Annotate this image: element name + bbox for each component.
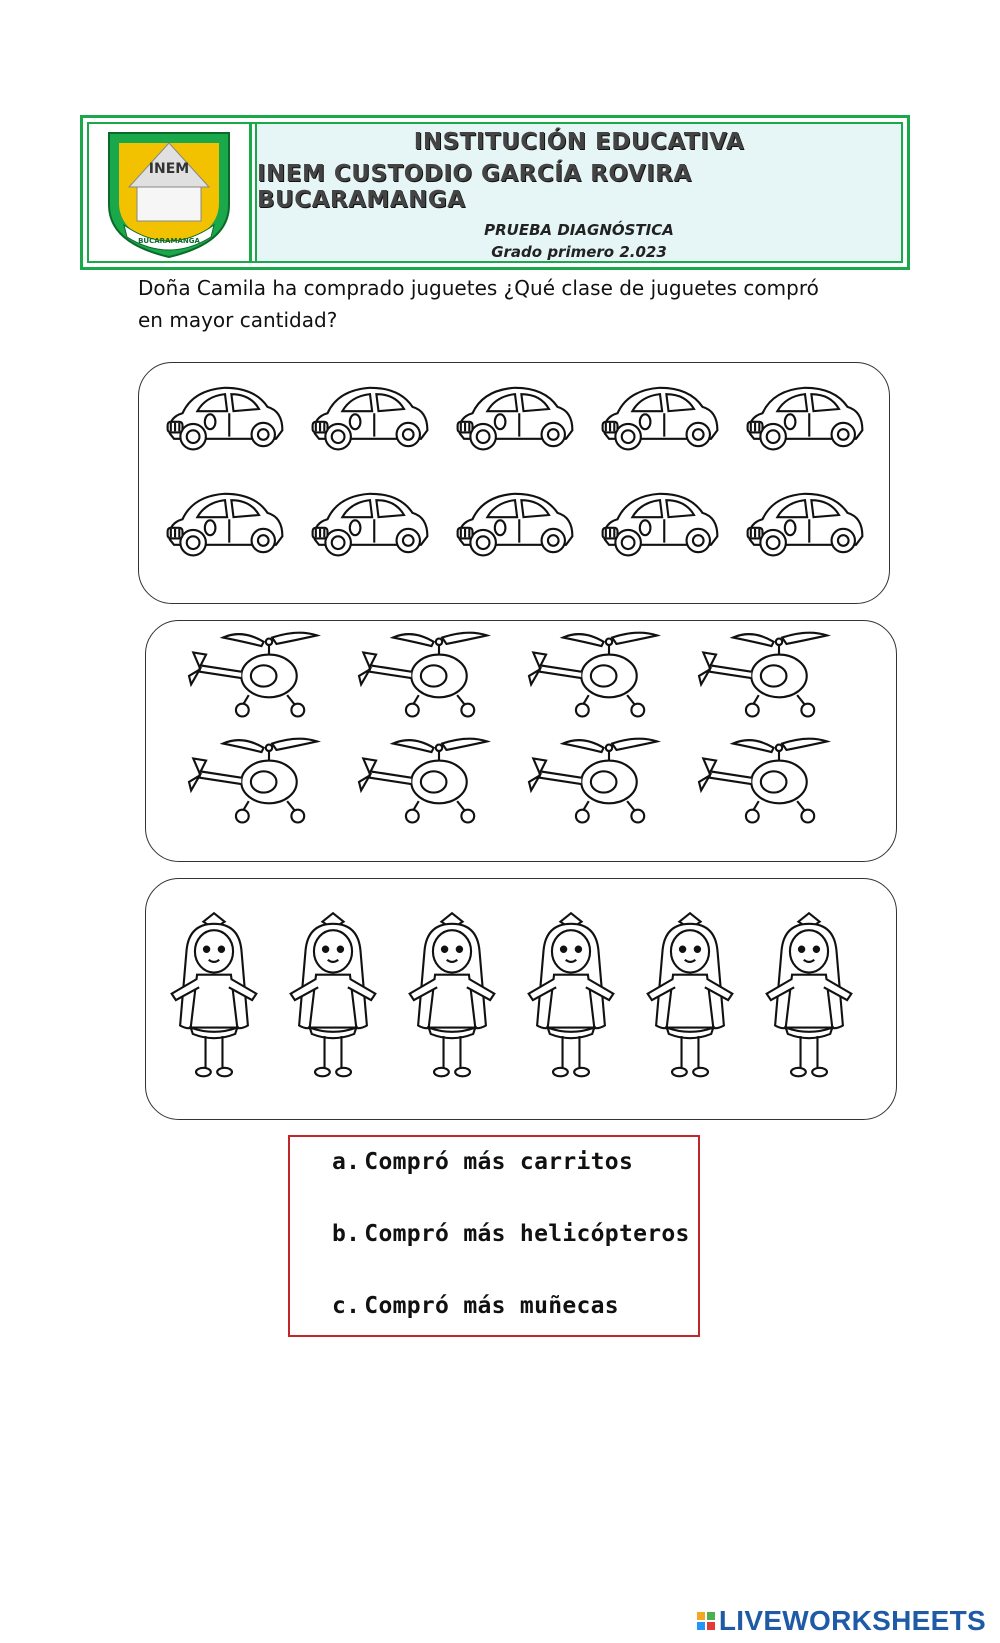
toy-helicopter-icon	[518, 629, 668, 729]
toy-car-icon	[306, 481, 434, 570]
option-letter: c.	[332, 1293, 361, 1319]
toy-car-icon	[451, 481, 579, 570]
doll-icon	[398, 909, 506, 1093]
toy-car-icon	[306, 375, 434, 464]
answer-option-c[interactable]: c.Compró más muñecas	[332, 1293, 619, 1319]
toy-car-icon	[451, 375, 579, 464]
toy-car-icon	[161, 375, 289, 464]
test-subtitle: PRUEBA DIAGNÓSTICA	[484, 220, 674, 239]
doll-icon	[160, 909, 268, 1093]
grade-label: Grado primero 2.023	[491, 242, 667, 261]
toy-helicopter-icon	[348, 629, 498, 729]
option-text: Compró más carritos	[364, 1149, 634, 1175]
doll-icon	[517, 909, 625, 1093]
toy-helicopter-icon	[518, 735, 668, 835]
option-letter: a.	[332, 1149, 361, 1175]
toy-car-icon	[741, 375, 869, 464]
doll-icon	[636, 909, 744, 1093]
toy-helicopter-icon	[688, 735, 838, 835]
dolls-group	[145, 878, 897, 1120]
option-text: Compró más muñecas	[364, 1293, 619, 1319]
option-letter: b.	[332, 1221, 361, 1247]
liveworksheets-logo-icon	[696, 1612, 715, 1630]
toy-helicopter-icon	[178, 735, 328, 835]
footer-brand: LIVEWORKSHEETS	[696, 1605, 986, 1637]
toy-car-icon	[596, 375, 724, 464]
helicopters-group	[145, 620, 897, 862]
header-banner: INEM BUCARAMANGA INSTITUCIÓN EDUCATIVA I…	[80, 115, 910, 270]
logo-name: INEM	[149, 161, 189, 177]
question-line-2: en mayor cantidad?	[138, 308, 338, 332]
toy-helicopter-icon	[688, 629, 838, 729]
school-logo-cell: INEM BUCARAMANGA	[89, 124, 252, 261]
header-title-cell: INSTITUCIÓN EDUCATIVA INEM CUSTODIO GARC…	[255, 124, 901, 261]
institution-title: INSTITUCIÓN EDUCATIVA	[413, 128, 745, 155]
answer-option-a[interactable]: a.Compró más carritos	[332, 1149, 633, 1175]
institution-name: INEM CUSTODIO GARCÍA ROVIRA BUCARAMANGA	[257, 160, 692, 213]
cars-group	[138, 362, 890, 604]
toy-helicopter-icon	[348, 735, 498, 835]
option-text: Compró más helicópteros	[364, 1221, 690, 1247]
doll-icon	[755, 909, 863, 1093]
answer-options: a.Compró más carritos b.Compró más helic…	[288, 1135, 700, 1337]
doll-icon	[279, 909, 387, 1093]
header-inner: INEM BUCARAMANGA INSTITUCIÓN EDUCATIVA I…	[87, 122, 903, 263]
question-text: Doña Camila ha comprado juguetes ¿Qué cl…	[138, 272, 858, 336]
question-line-1: Doña Camila ha comprado juguetes ¿Qué cl…	[138, 276, 819, 300]
logo-city: BUCARAMANGA	[138, 237, 200, 245]
toy-car-icon	[161, 481, 289, 570]
toy-helicopter-icon	[178, 629, 328, 729]
answer-option-b[interactable]: b.Compró más helicópteros	[332, 1221, 690, 1247]
toy-car-icon	[741, 481, 869, 570]
school-crest-icon: INEM BUCARAMANGA	[108, 132, 230, 259]
toy-car-icon	[596, 481, 724, 570]
footer-brand-text: LIVEWORKSHEETS	[718, 1605, 986, 1636]
